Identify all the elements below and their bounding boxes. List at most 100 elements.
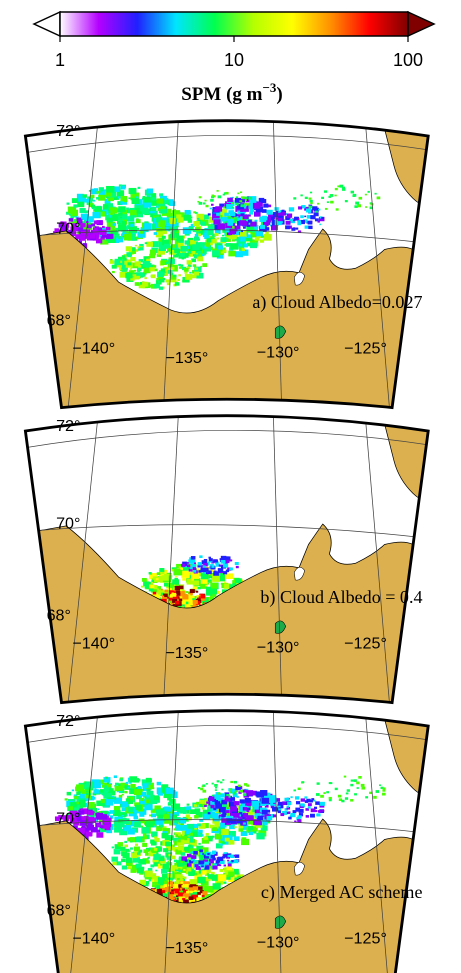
spm-pixel xyxy=(263,234,272,241)
spm-pixel xyxy=(79,802,87,808)
spm-pixel xyxy=(277,217,282,222)
spm-pixel xyxy=(159,195,167,202)
spm-pixel xyxy=(134,282,140,286)
spm-pixel xyxy=(178,868,181,870)
spm-pixel xyxy=(92,211,101,219)
spm-pixel xyxy=(170,891,174,894)
spm-pixel xyxy=(234,197,242,204)
spm-pixel xyxy=(214,808,221,813)
spm-pixel xyxy=(246,809,250,813)
spm-pixel xyxy=(142,835,148,840)
spm-pixel xyxy=(176,563,182,569)
spm-pixel xyxy=(200,583,208,589)
spm-pixel xyxy=(165,261,168,265)
spm-pixel xyxy=(203,859,206,861)
spm-pixel xyxy=(167,894,174,900)
spm-pixel xyxy=(186,266,191,270)
spm-pixel xyxy=(239,236,246,242)
spm-pixel xyxy=(166,855,173,860)
spm-pixel xyxy=(174,889,180,894)
spm-pixel xyxy=(257,815,263,821)
spm-pixel xyxy=(85,831,92,837)
spm-pixel xyxy=(216,574,225,582)
spm-pixel xyxy=(182,594,189,600)
spm-pixel xyxy=(199,818,204,822)
spm-pixel xyxy=(203,567,209,572)
spm-pixel xyxy=(138,209,145,214)
spm-pixel xyxy=(373,795,377,799)
spm-pixel xyxy=(245,198,252,203)
spm-pixel xyxy=(79,820,87,826)
spm-pixel xyxy=(175,590,181,595)
spm-pixel xyxy=(261,797,270,804)
meridian xyxy=(365,418,391,703)
spm-pixel xyxy=(129,847,133,850)
spm-pixel xyxy=(182,888,186,891)
latitude-label: 72° xyxy=(56,713,80,730)
spm-pixel xyxy=(278,211,281,213)
spm-pixel xyxy=(111,230,117,235)
spm-pixel xyxy=(194,860,199,865)
spm-pixel xyxy=(107,788,114,793)
spm-pixel xyxy=(204,804,207,807)
spm-pixel xyxy=(159,863,163,866)
spm-pixel xyxy=(251,790,257,796)
spm-pixel xyxy=(180,881,184,884)
spm-pixel xyxy=(158,592,162,595)
spm-pixel xyxy=(109,212,114,216)
spm-pixel xyxy=(90,194,95,199)
parallel-70 xyxy=(25,229,429,246)
spm-pixel xyxy=(171,244,176,248)
spm-pixel xyxy=(156,253,162,257)
spm-pixel xyxy=(213,807,217,811)
spm-pixel xyxy=(215,860,220,864)
spm-pixel xyxy=(168,853,172,857)
spm-pixel xyxy=(168,835,171,837)
spm-pixel xyxy=(173,226,179,231)
spm-pixel xyxy=(360,783,365,787)
spm-pixel xyxy=(228,806,232,809)
spm-pixel xyxy=(124,840,128,844)
spm-pixel xyxy=(274,207,279,211)
spm-pixel xyxy=(237,875,242,879)
spm-pixel xyxy=(223,583,231,589)
spm-pixel xyxy=(222,193,225,196)
spm-pixel xyxy=(176,214,182,219)
spm-pixel xyxy=(130,277,135,281)
spm-pixel xyxy=(146,804,151,808)
spm-pixel xyxy=(192,569,197,573)
spm-pixel xyxy=(175,849,182,855)
spm-pixel xyxy=(156,787,166,795)
spm-pixel xyxy=(103,787,110,792)
spm-pixel xyxy=(106,217,113,223)
lake xyxy=(293,862,306,876)
spm-pixel xyxy=(186,867,192,872)
spm-pixel xyxy=(100,236,105,240)
spm-pixel xyxy=(280,221,283,224)
parallel-72 xyxy=(25,724,429,746)
spm-pixel xyxy=(210,588,218,595)
spm-pixel xyxy=(246,204,250,207)
spm-pixel xyxy=(364,193,367,196)
meridian xyxy=(66,714,98,973)
spm-pixel xyxy=(204,234,210,239)
spm-pixel xyxy=(211,794,214,797)
spm-pixel xyxy=(356,787,359,789)
spm-pixel xyxy=(136,272,142,277)
spm-pixel xyxy=(201,852,204,855)
spm-pixel xyxy=(308,225,313,230)
spm-pixel xyxy=(217,568,224,573)
spm-pixel xyxy=(102,204,109,209)
spm-pixel xyxy=(106,221,116,229)
spm-pixel xyxy=(169,272,174,276)
spm-pixel xyxy=(217,863,220,867)
spm-pixel xyxy=(315,801,320,805)
spm-pixel xyxy=(194,271,200,276)
spm-pixel xyxy=(148,587,154,592)
spm-pixel xyxy=(126,860,133,867)
spm-pixel xyxy=(146,858,149,860)
spm-pixel xyxy=(152,584,158,590)
spm-pixel xyxy=(205,833,209,836)
spm-pixel xyxy=(180,264,184,267)
spm-pixel xyxy=(286,806,291,810)
